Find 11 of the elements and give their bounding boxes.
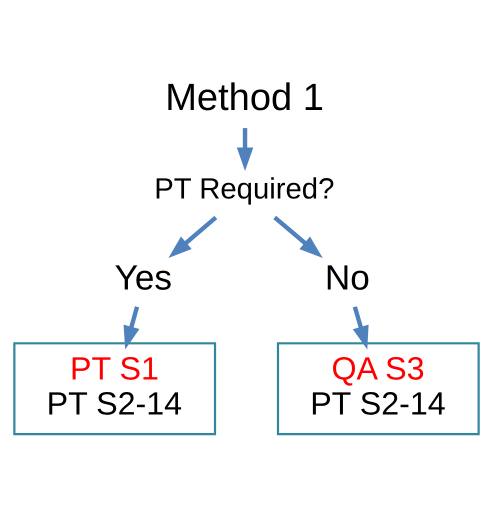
- arrow: [352, 306, 369, 349]
- node-text: Yes: [114, 258, 172, 297]
- arrow: [273, 215, 323, 258]
- arrow: [236, 128, 254, 171]
- node-box: PT S1 PT S2-14: [13, 342, 216, 435]
- arrow: [124, 306, 140, 349]
- node-box: QA S3 PT S2-14: [276, 342, 480, 435]
- node-text: PT Required?: [154, 172, 334, 205]
- node-text: No: [324, 258, 370, 297]
- node-text: Method 1: [165, 76, 324, 119]
- arrow: [168, 215, 218, 258]
